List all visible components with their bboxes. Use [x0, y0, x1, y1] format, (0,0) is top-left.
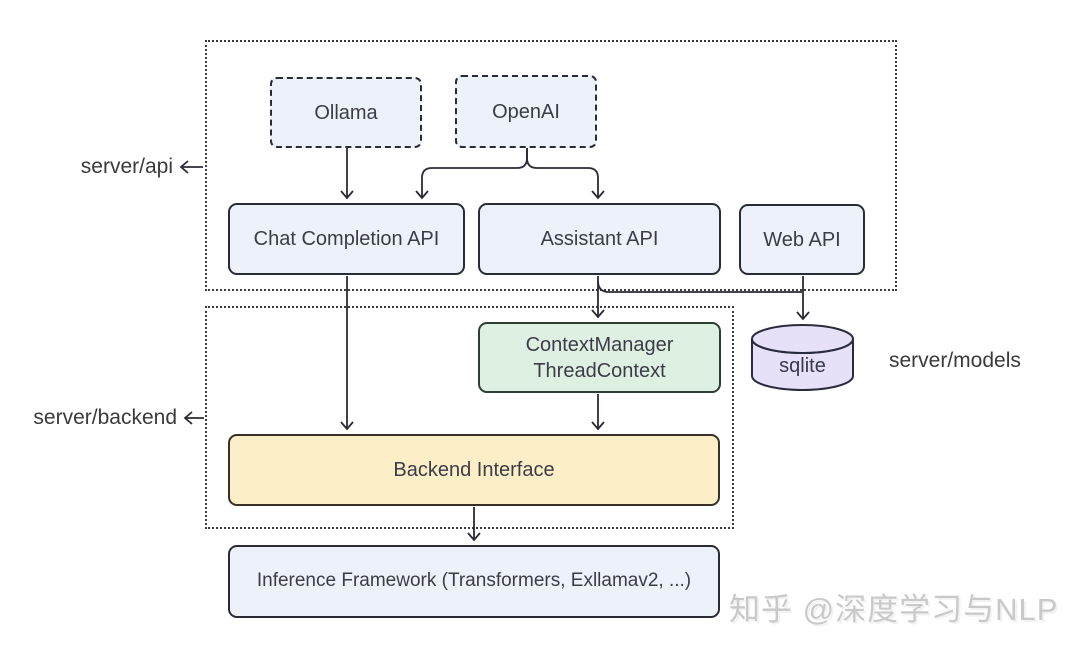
node-backend-interface: Backend Interface — [228, 434, 720, 506]
edge-openai-to-chat-api — [415, 148, 528, 200]
node-assistant-api: Assistant API — [478, 203, 721, 275]
node-openai-label: OpenAI — [492, 100, 560, 123]
node-context-manager-line1: ContextManager — [525, 333, 674, 356]
node-web-api: Web API — [739, 204, 865, 275]
node-inference-framework: Inference Framework (Transformers, Exlla… — [228, 545, 720, 618]
node-backend-interface-label: Backend Interface — [393, 459, 555, 481]
node-assistant-api-label: Assistant API — [540, 228, 659, 250]
server-api-group-container — [205, 40, 897, 291]
node-sqlite-label: sqlite — [779, 355, 826, 377]
node-inference-framework-label: Inference Framework (Transformers, Exlla… — [256, 570, 692, 592]
node-ollama: Ollama — [270, 77, 422, 148]
node-context-manager-line2: ThreadContext — [533, 359, 666, 382]
node-openai: OpenAI — [455, 75, 597, 148]
node-context-manager: ContextManager ThreadContext — [478, 322, 721, 393]
zhihu-watermark: 知乎 @深度学习与NLP — [729, 592, 1059, 627]
node-chat-completion-api-label: Chat Completion API — [253, 228, 440, 250]
server-backend-label: server/backend — [33, 406, 177, 429]
server-backend-group-container — [205, 306, 734, 529]
edge-openai-to-assistant-api — [526, 148, 605, 200]
edge-assistant-api-to-sqlite — [597, 280, 802, 293]
server-api-label: server/api — [80, 155, 173, 178]
node-ollama-label: Ollama — [314, 101, 378, 124]
server-models-label: server/models — [889, 349, 1021, 372]
node-web-api-label: Web API — [763, 228, 841, 251]
node-chat-completion-api: Chat Completion API — [228, 203, 465, 275]
sqlite-cylinder-icon — [751, 324, 854, 391]
